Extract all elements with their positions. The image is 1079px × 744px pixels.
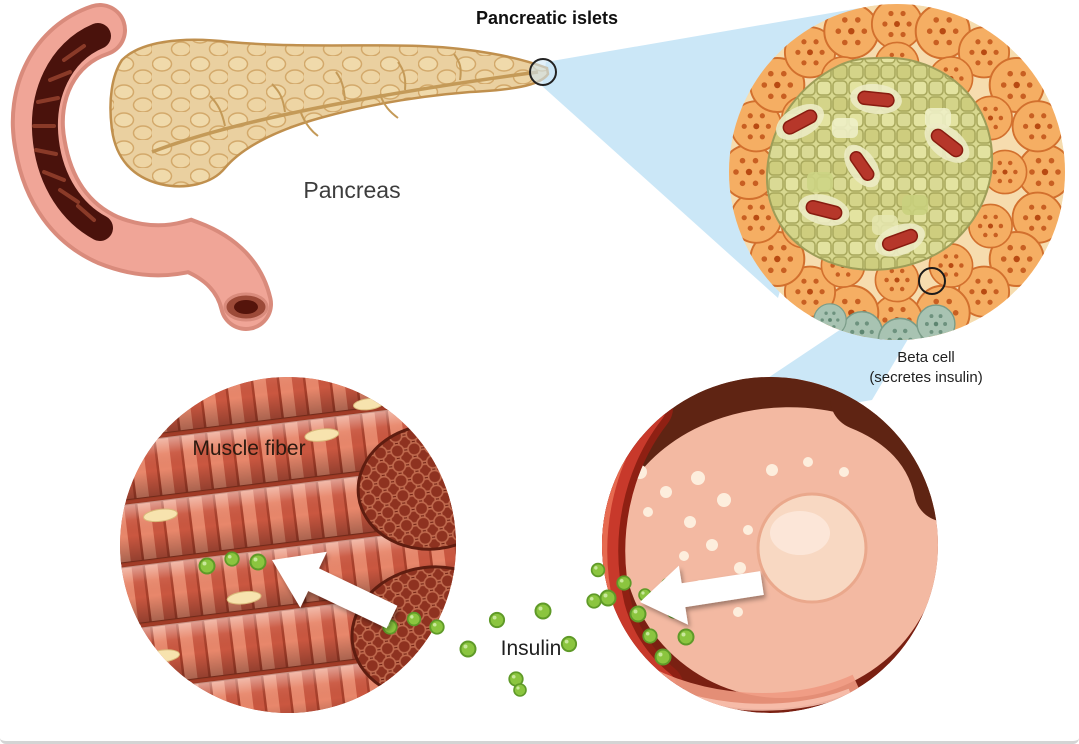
islet-highlight-cells [807, 108, 951, 235]
islet-red-blood-cells [775, 83, 970, 257]
pancreatic-duct [151, 53, 539, 154]
duodenum-opening-lumen [234, 300, 258, 314]
pancreas-illustration [109, 38, 557, 188]
beta-cell-label-line1: Beta cell [897, 349, 955, 366]
duodenum-folds [32, 44, 96, 222]
beta-cell-vesicles [633, 457, 849, 617]
figure-title: Pancreatic islets [476, 8, 618, 28]
beta-cell-callout-circle [918, 267, 946, 295]
beta-cell-label-line2: (secretes insulin) [869, 369, 982, 386]
beta-cell-nucleus [756, 492, 868, 604]
duodenum-illustration [10, 3, 273, 331]
muscle-insulin-arrow-icon [272, 551, 398, 629]
pancreas-body [109, 38, 550, 188]
muscle-fiber-label: Muscle fiber [192, 437, 305, 460]
pancreas-label: Pancreas [303, 177, 400, 203]
islet-zoom [729, 4, 1065, 340]
beta-secretion-arrow-icon [640, 565, 764, 625]
insulin-label: Insulin [501, 637, 562, 660]
islet-callout-circle [529, 58, 557, 86]
